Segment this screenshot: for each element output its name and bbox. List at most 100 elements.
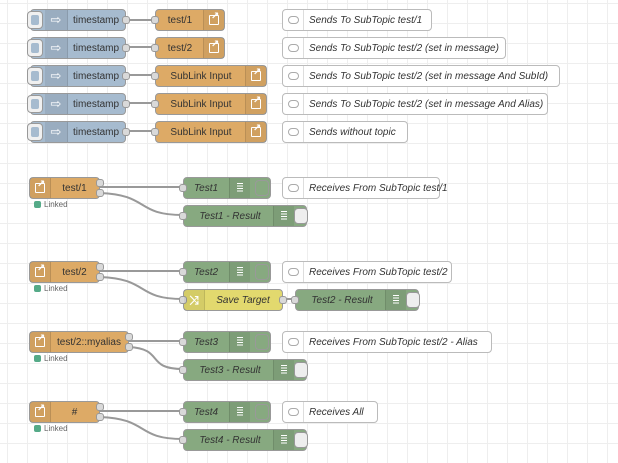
debug-node[interactable]: Test4 — [179, 401, 271, 423]
inject-trigger-button[interactable] — [27, 95, 43, 113]
output-port[interactable] — [122, 100, 130, 108]
comment-node[interactable]: Sends To SubTopic test/2 (set in message… — [282, 37, 506, 59]
inject-node[interactable]: ⇨ timestamp — [27, 37, 130, 59]
node-label: Receives From SubTopic test/2 — [309, 266, 448, 278]
comment-node[interactable]: Receives From SubTopic test/1 — [282, 177, 448, 199]
debug-node[interactable]: Test4 - Result — [179, 429, 308, 451]
input-port[interactable] — [291, 296, 299, 304]
debug-toggle-button[interactable] — [294, 432, 308, 448]
link-in-node[interactable]: # — [29, 401, 104, 423]
output-port[interactable] — [125, 343, 133, 351]
output-port[interactable] — [122, 16, 130, 24]
debug-toggle-button[interactable] — [255, 404, 269, 420]
comment-node[interactable]: Receives All — [282, 401, 378, 423]
link-in-icon — [30, 262, 51, 282]
status-dot-icon — [34, 285, 41, 292]
comment-node[interactable]: Sends To SubTopic test/2 (set in message… — [282, 93, 548, 115]
output-port[interactable] — [96, 189, 104, 197]
debug-node[interactable]: Test1 - Result — [179, 205, 308, 227]
input-port[interactable] — [151, 44, 159, 52]
link-out-node[interactable]: test/2 — [151, 37, 225, 59]
node-label: test/2::myalias — [57, 336, 121, 348]
node-label: Sends To SubTopic test/1 — [309, 14, 423, 26]
input-port[interactable] — [179, 268, 187, 276]
input-port[interactable] — [151, 128, 159, 136]
link-out-node[interactable]: SubLink Input — [151, 93, 267, 115]
wire — [99, 416, 184, 440]
debug-toggle-button[interactable] — [406, 292, 420, 308]
status-dot-icon — [34, 355, 41, 362]
node-label: SubLink Input — [170, 126, 232, 138]
link-in-node[interactable]: test/1 — [29, 177, 104, 199]
input-port[interactable] — [151, 16, 159, 24]
debug-toggle-button[interactable] — [255, 264, 269, 280]
inject-node[interactable]: ⇨ timestamp — [27, 9, 130, 31]
comment-bubble-icon — [283, 332, 304, 352]
output-port[interactable] — [122, 72, 130, 80]
input-port[interactable] — [151, 100, 159, 108]
link-in-node[interactable]: test/2 — [29, 261, 104, 283]
status-text: Linked — [44, 284, 68, 293]
debug-toggle-button[interactable] — [294, 208, 308, 224]
link-out-node[interactable]: test/1 — [151, 9, 225, 31]
output-port[interactable] — [96, 273, 104, 281]
comment-bubble-icon — [283, 38, 304, 58]
node-label: SubLink Input — [170, 98, 232, 110]
input-port[interactable] — [179, 184, 187, 192]
inject-trigger-button[interactable] — [27, 39, 43, 57]
comment-node[interactable]: Receives From SubTopic test/2 — [282, 261, 452, 283]
inject-node[interactable]: ⇨ timestamp — [27, 65, 130, 87]
link-in-icon — [30, 178, 51, 198]
link-in-icon — [30, 402, 51, 422]
link-out-icon — [203, 10, 224, 30]
input-port[interactable] — [179, 408, 187, 416]
node-label: timestamp — [72, 70, 120, 82]
output-port[interactable] — [96, 179, 104, 187]
input-port[interactable] — [179, 366, 187, 374]
debug-list-icon — [273, 206, 294, 226]
comment-bubble-icon — [283, 122, 304, 142]
inject-trigger-button[interactable] — [27, 11, 43, 29]
debug-node[interactable]: Test2 — [179, 261, 271, 283]
link-out-node[interactable]: SubLink Input — [151, 121, 267, 143]
change-node[interactable]: ⤨ Save Target — [179, 289, 287, 311]
node-label: Test1 — [193, 182, 219, 194]
inject-node[interactable]: ⇨ timestamp — [27, 121, 130, 143]
node-label: # — [71, 406, 78, 418]
link-in-icon — [30, 332, 51, 352]
comment-node[interactable]: Sends To SubTopic test/1 — [282, 9, 432, 31]
input-port[interactable] — [151, 72, 159, 80]
input-port[interactable] — [179, 212, 187, 220]
debug-toggle-button[interactable] — [255, 334, 269, 350]
comment-node[interactable]: Sends without topic — [282, 121, 408, 143]
output-port[interactable] — [279, 296, 287, 304]
output-port[interactable] — [96, 403, 104, 411]
link-out-node[interactable]: SubLink Input — [151, 65, 267, 87]
output-port[interactable] — [96, 413, 104, 421]
input-port[interactable] — [179, 338, 187, 346]
debug-node[interactable]: Test2 - Result — [291, 289, 420, 311]
node-label: timestamp — [72, 98, 120, 110]
node-label: test/1 — [62, 182, 87, 194]
output-port[interactable] — [125, 333, 133, 341]
debug-node[interactable]: Test3 - Result — [179, 359, 308, 381]
output-port[interactable] — [122, 128, 130, 136]
inject-trigger-button[interactable] — [27, 123, 43, 141]
node-label: test/2 — [167, 42, 193, 54]
comment-node[interactable]: Receives From SubTopic test/2 - Alias — [282, 331, 492, 353]
inject-node[interactable]: ⇨ timestamp — [27, 93, 130, 115]
output-port[interactable] — [96, 263, 104, 271]
node-label: Save Target — [216, 294, 270, 306]
debug-node[interactable]: Test3 — [179, 331, 271, 353]
link-in-node[interactable]: test/2::myalias — [29, 331, 133, 353]
debug-list-icon — [229, 262, 250, 282]
inject-trigger-button[interactable] — [27, 67, 43, 85]
debug-toggle-button[interactable] — [294, 362, 308, 378]
debug-node[interactable]: Test1 — [179, 177, 271, 199]
debug-list-icon — [229, 332, 250, 352]
input-port[interactable] — [179, 436, 187, 444]
input-port[interactable] — [179, 296, 187, 304]
output-port[interactable] — [122, 44, 130, 52]
comment-node[interactable]: Sends To SubTopic test/2 (set in message… — [282, 65, 560, 87]
debug-toggle-button[interactable] — [255, 180, 269, 196]
